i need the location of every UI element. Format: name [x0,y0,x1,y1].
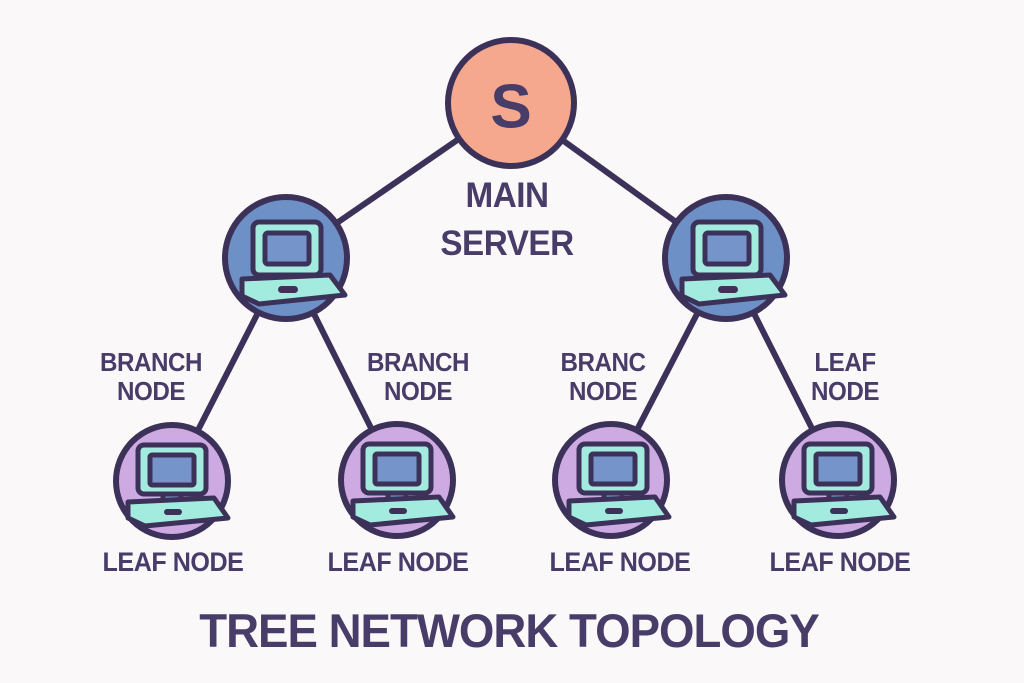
desktop-icon-3 [569,444,669,525]
leaf-node-label-1: LEAF NODE [102,547,244,577]
main-server-letter: S [490,73,531,142]
branch-node-label-1: BRANCH NODE [100,348,202,406]
branch-node-label-2-line1: BRANCH [367,347,469,377]
laptop-icon-left [242,222,345,304]
leaf-node-label-2: LEAF NODE [327,547,469,577]
branch-node-label-3-line2: NODE [568,376,637,406]
laptop-icon-right [682,222,785,304]
desktop-icon-2 [353,444,453,525]
desktop-icon-1 [128,445,228,526]
branch-node-label-2-line2: NODE [383,376,452,406]
diagram-title: TREE NETWORK TOPOLOGY [199,604,820,657]
branch-node-label-3: BRANC NODE [561,348,646,406]
branch-node-label-1-line2: NODE [116,376,185,406]
main-server-label-line1: MAIN [465,176,549,215]
leaf-node-label-3: LEAF NODE [549,547,691,577]
leaf-node-1 [113,422,231,540]
leaf-node-upper-label: LEAF NODE [811,348,879,406]
branch-node-label-1-line1: BRANCH [100,347,202,377]
main-server-node [445,37,577,169]
leaf-node-3 [552,421,670,539]
main-server-label-line2: SERVER [440,224,574,263]
branch-node-right [662,194,790,322]
main-server-label: MAIN SERVER [440,172,574,268]
leaf-node-2 [338,421,456,539]
leaf-node-upper-label-line1: LEAF [814,347,876,377]
leaf-node-label-4: LEAF NODE [769,547,911,577]
desktop-icon-4 [794,444,894,525]
branch-node-left [222,194,350,322]
branch-node-label-3-line1: BRANC [560,347,646,377]
leaf-node-upper-label-line2: NODE [810,376,880,406]
branch-node-label-2: BRANCH NODE [367,348,469,406]
leaf-node-4 [779,421,897,539]
